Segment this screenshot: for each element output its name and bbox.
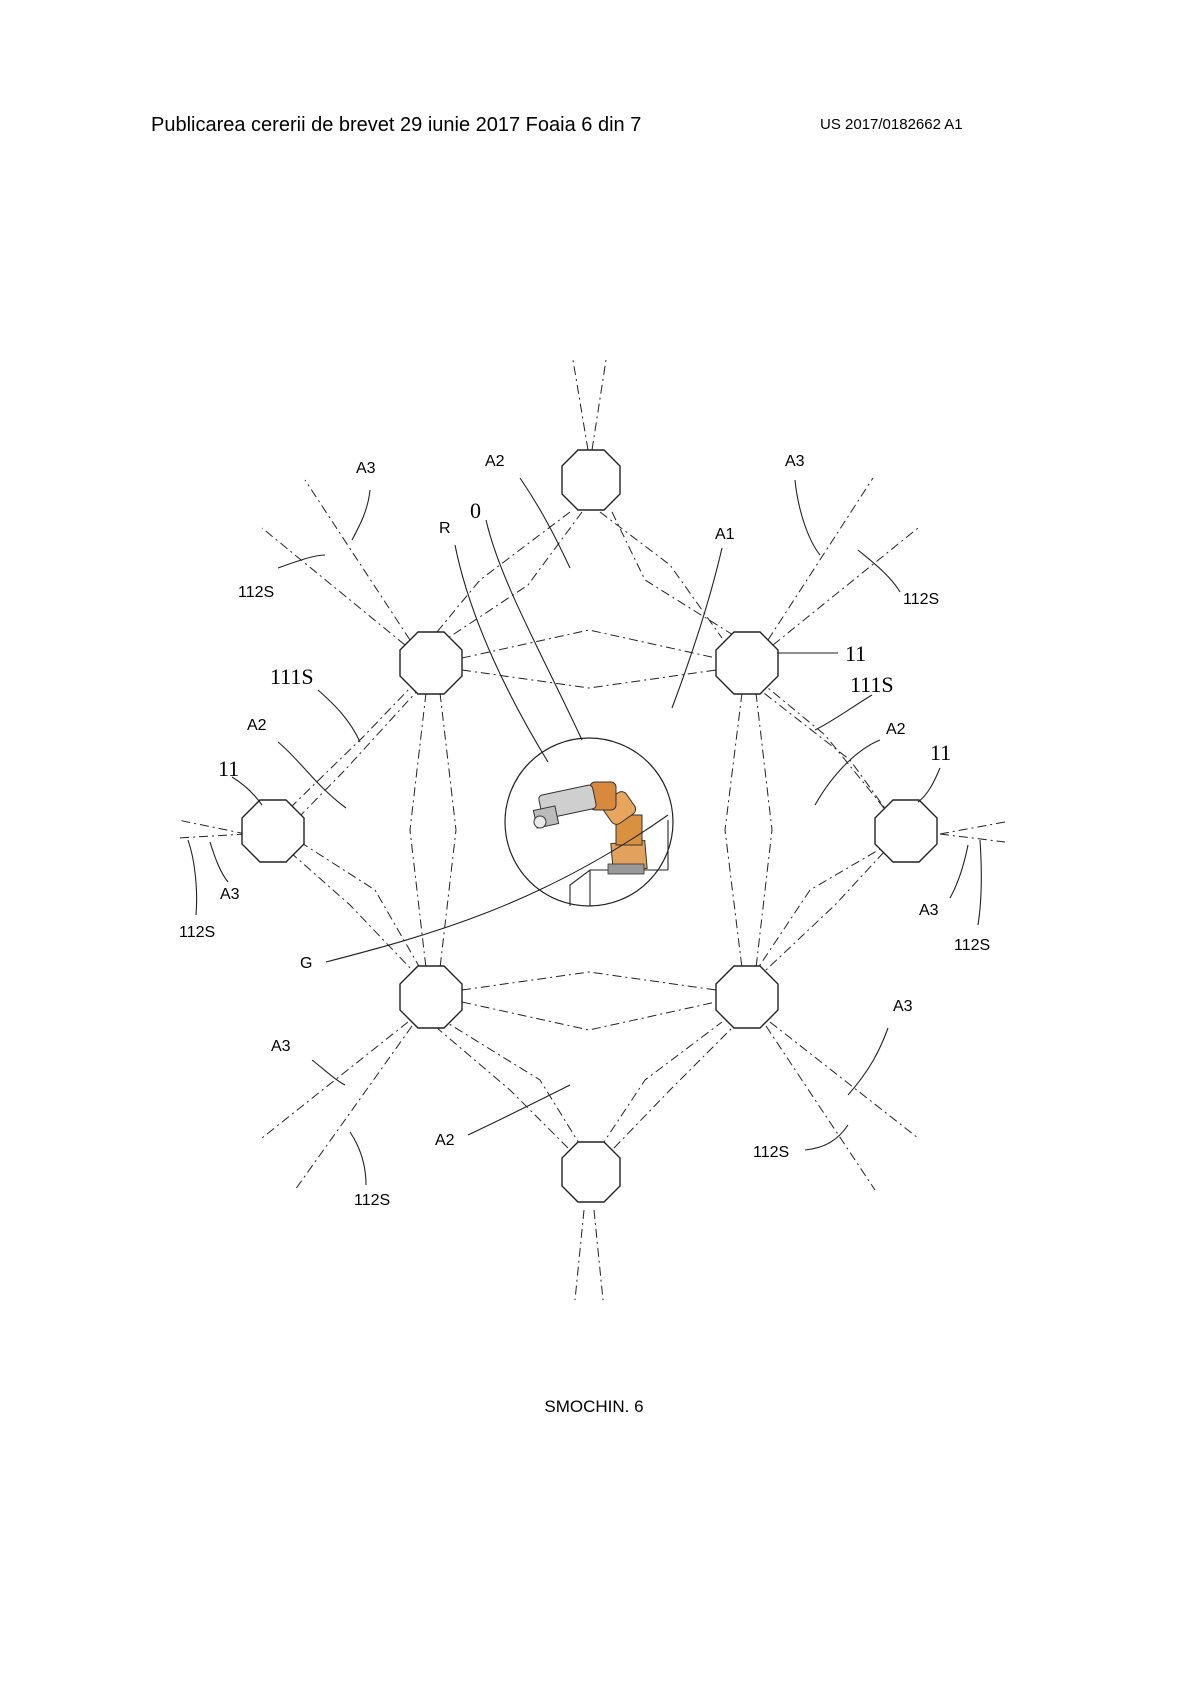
label-a2-left: A2 bbox=[247, 717, 267, 734]
leader-a2-left bbox=[278, 742, 346, 808]
node-right bbox=[875, 800, 937, 862]
node-upper-left bbox=[400, 632, 462, 694]
robot-circle bbox=[505, 738, 673, 906]
label-111s-right: 111S bbox=[850, 672, 894, 697]
leader-zero bbox=[486, 520, 582, 740]
leader-a2-bottom bbox=[468, 1085, 570, 1135]
leader-11-left bbox=[232, 777, 262, 805]
label-112s-left: 112S bbox=[179, 924, 215, 941]
leader-a3-bl bbox=[312, 1060, 345, 1085]
label-a2-top: A2 bbox=[485, 453, 505, 470]
leader-112s-br bbox=[805, 1125, 848, 1150]
label-a2-right: A2 bbox=[886, 721, 906, 738]
label-112s-br: 112S bbox=[753, 1144, 789, 1161]
label-a2-bottom: A2 bbox=[435, 1132, 455, 1149]
label-112s-tr: 112S bbox=[903, 591, 939, 608]
node-lower-left bbox=[400, 966, 462, 1028]
label-a1: A1 bbox=[715, 526, 735, 543]
figure-caption: SMOCHIN. 6 bbox=[0, 1397, 1188, 1417]
label-111s-left: 111S bbox=[270, 664, 314, 689]
node-lower-right bbox=[716, 966, 778, 1028]
leader-112s-bl bbox=[350, 1132, 366, 1185]
robot-inset bbox=[505, 738, 673, 906]
label-r: R bbox=[439, 520, 451, 537]
node-left bbox=[242, 800, 304, 862]
label-11-upper-right: 11 bbox=[845, 641, 866, 666]
leader-112s-right bbox=[978, 840, 981, 925]
label-a3-br: A3 bbox=[893, 998, 913, 1015]
leader-11-right bbox=[918, 768, 940, 802]
label-g: G bbox=[300, 955, 312, 972]
leader-a2-right bbox=[815, 740, 880, 805]
leader-a3-tr bbox=[795, 480, 820, 555]
leader-a3-br bbox=[848, 1028, 888, 1095]
node-upper-right bbox=[716, 632, 778, 694]
leader-a1 bbox=[672, 548, 722, 708]
leader-a3-tl bbox=[352, 490, 370, 540]
node-bottom bbox=[562, 1142, 620, 1202]
leader-a3-left bbox=[210, 842, 228, 882]
label-112s-tl: 112S bbox=[238, 584, 274, 601]
label-a3-tr: A3 bbox=[785, 453, 805, 470]
leader-112s-left bbox=[188, 840, 197, 915]
label-zero: 0 bbox=[470, 498, 481, 523]
label-a3-left: A3 bbox=[220, 886, 240, 903]
leader-111s-right bbox=[815, 695, 872, 730]
leader-112s-tl bbox=[278, 555, 325, 568]
node-top bbox=[562, 450, 620, 510]
label-a3-right: A3 bbox=[919, 902, 939, 919]
label-112s-bl: 112S bbox=[354, 1192, 390, 1209]
leader-a3-right bbox=[950, 845, 968, 898]
label-a3-bl: A3 bbox=[271, 1038, 291, 1055]
leader-111s-left bbox=[318, 690, 360, 742]
label-11-left: 11 bbox=[218, 756, 239, 781]
label-a3-tl: A3 bbox=[356, 460, 376, 477]
label-11-right: 11 bbox=[930, 740, 951, 765]
label-112s-right: 112S bbox=[954, 937, 990, 954]
